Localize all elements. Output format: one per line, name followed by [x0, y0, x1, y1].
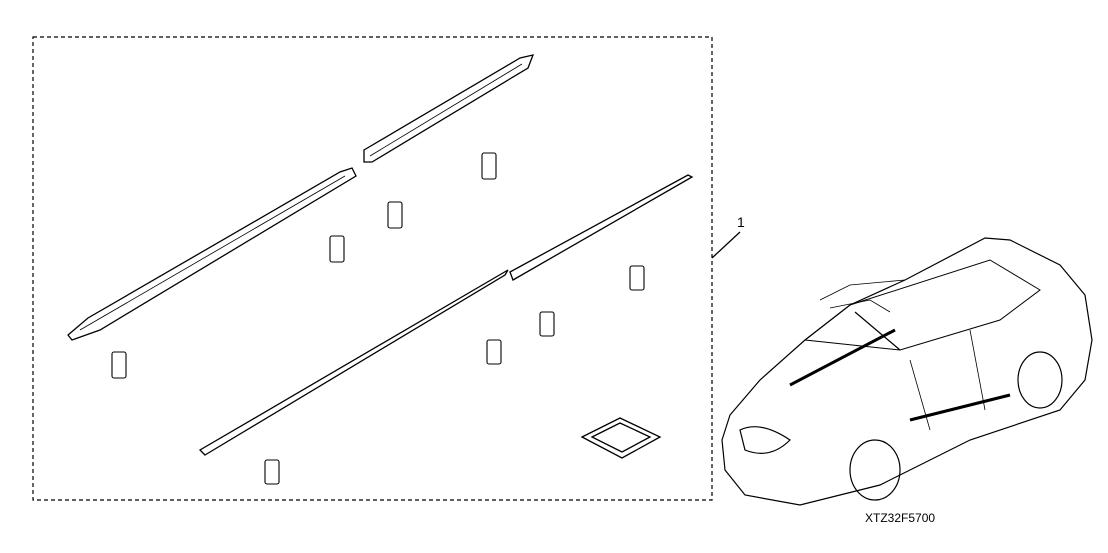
kit-boundary-box	[32, 36, 713, 501]
callout-leader	[711, 231, 741, 259]
lower-molding	[198, 174, 694, 456]
clips	[111, 152, 645, 485]
callout-number: 1	[737, 214, 745, 230]
upper-molding	[67, 54, 535, 341]
vehicle-illustration	[721, 237, 1093, 506]
diagram-code: XTZ32F5700	[865, 511, 936, 525]
adhesive-pad	[580, 417, 662, 459]
